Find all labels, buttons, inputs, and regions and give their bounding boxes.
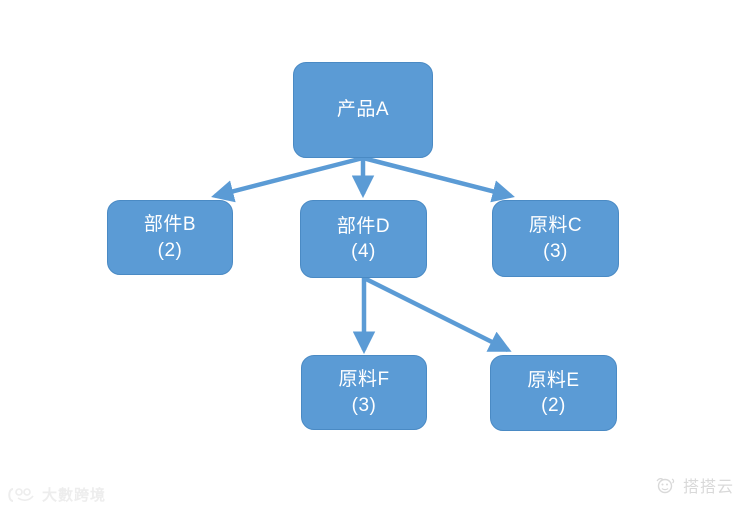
node-material-e[interactable]: 原料E (2) [490, 355, 617, 431]
node-label: 部件B [143, 214, 197, 236]
node-label: 原料E [527, 369, 580, 391]
node-label: 原料F [338, 369, 390, 391]
watermark-right: 搭搭云 [653, 473, 734, 497]
node-label: 产品A [336, 99, 390, 121]
node-label: 部件D [336, 215, 391, 237]
edge-component-d-to-material-e [362, 275, 512, 353]
node-component-d[interactable]: 部件D (4) [300, 200, 427, 278]
node-quantity: (2) [541, 395, 566, 416]
edge-product-a-to-material-c [362, 155, 515, 203]
bracket-circles-logo-icon [6, 487, 36, 503]
watermark-left: 大數跨境 [6, 484, 106, 505]
node-quantity: (3) [543, 240, 568, 262]
node-quantity: (2) [157, 239, 183, 261]
watermark-left-text: 大數跨境 [42, 487, 107, 504]
watermark-right-text: 搭搭云 [682, 479, 734, 496]
cloud-face-logo-icon [653, 475, 677, 495]
node-material-f[interactable]: 原料F (3) [301, 355, 427, 430]
node-component-b[interactable]: 部件B (2) [107, 200, 233, 275]
node-label: 原料C [528, 215, 583, 237]
node-quantity: (4) [351, 241, 376, 262]
node-material-c[interactable]: 原料C (3) [492, 200, 619, 277]
edge-product-a-to-component-b [211, 155, 364, 203]
node-product-a[interactable]: 产品A [293, 62, 433, 158]
node-quantity: (3) [351, 394, 377, 416]
